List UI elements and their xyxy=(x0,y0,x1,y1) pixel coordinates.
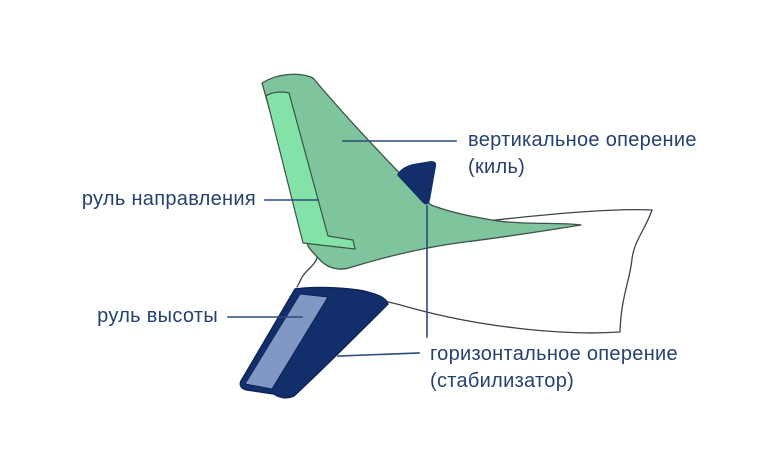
fuselage-outline xyxy=(382,209,653,334)
leader-line-horizontal-tail xyxy=(337,352,420,357)
fuselage-outline-group xyxy=(296,209,653,334)
label-vertical-tail-line2: (киль) xyxy=(468,156,526,178)
far-stabilizer-tip-shape xyxy=(397,161,437,205)
vertical-fin-shape xyxy=(261,73,582,270)
label-elevator: руль высоты xyxy=(97,305,218,327)
label-horizontal-tail-line2: (стабилизатор) xyxy=(430,370,575,392)
label-horizontal-tail-line1: горизонтальное оперение xyxy=(430,343,678,365)
fuselage-break-edge xyxy=(296,257,318,288)
label-horizontal-tail: горизонтальное оперение (стабилизатор) xyxy=(430,341,678,395)
label-vertical-tail: вертикальное оперение (киль) xyxy=(468,127,697,181)
rudder-shape xyxy=(265,91,356,250)
label-vertical-tail-line1: вертикальное оперение xyxy=(468,129,697,151)
elevator-shape xyxy=(244,293,329,390)
label-rudder: руль направления xyxy=(81,188,256,210)
leader-lines-group xyxy=(227,140,457,357)
